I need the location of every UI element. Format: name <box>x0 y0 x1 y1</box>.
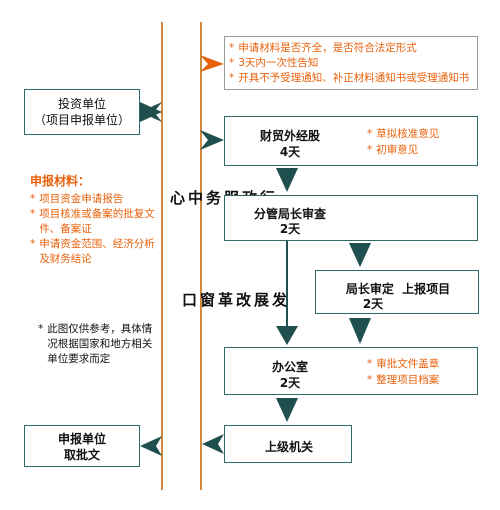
star-bullet-icon: * <box>229 57 235 69</box>
step-director-box: 局长审定 上报项目 2天 <box>315 270 479 314</box>
step-office-note: *整理项目档案 <box>367 374 440 386</box>
star-bullet-icon: * <box>38 323 44 335</box>
material-item: *项目资金申请报告 <box>30 193 124 205</box>
star-bullet-icon: * <box>367 374 373 386</box>
window-note-item: *申请材料是否齐全，是否符合法定形式 <box>229 42 417 54</box>
step-superior-name: 上级机关 <box>264 440 313 454</box>
star-bullet-icon: * <box>30 208 36 220</box>
result-line2: 取批文 <box>63 448 100 462</box>
materials-heading: 申报材料： <box>30 174 91 188</box>
step-finance-note: *初审意见 <box>367 144 419 156</box>
arrow-office-to-superior-icon <box>276 398 298 422</box>
material-item: *申请资金范围、经济分析及财务结论 <box>30 238 155 265</box>
arrow-to-applicant-icon <box>140 102 162 122</box>
arrow-director-to-office-icon <box>349 318 371 344</box>
material-item: *项目核准或备案的批复文件、备案证 <box>30 208 155 235</box>
step-finance-box: 财贸外经股 4天 *草拟核准意见 *初审意见 <box>224 116 478 166</box>
step-office-note: *审批文件盖章 <box>367 358 440 370</box>
arrow-deputy-to-director-icon <box>349 243 371 267</box>
arrow-superior-to-window-icon <box>202 434 224 454</box>
materials-section: 申报材料： *项目资金申请报告 *项目核准或备案的批复文件、备案证 *申请资金范… <box>30 172 158 267</box>
step-deputy-days: 2天 <box>279 222 301 236</box>
star-bullet-icon: * <box>367 144 373 156</box>
star-bullet-icon: * <box>229 42 235 54</box>
arrow-to-notes-icon <box>200 55 224 72</box>
step-finance-note: *草拟核准意见 <box>367 128 440 140</box>
arrow-to-finance-icon <box>200 130 224 150</box>
result-box: 申报单位 取批文 <box>24 425 140 467</box>
step-finance-name: 财贸外经股 <box>259 129 320 143</box>
window-note-item: *3天内一次性告知 <box>229 57 319 69</box>
step-deputy-box: 分管局长审查 2天 <box>224 195 478 241</box>
step-office-days: 2天 <box>279 376 301 390</box>
step-finance-days: 4天 <box>279 145 301 159</box>
arrow-finance-to-deputy-icon <box>276 168 298 192</box>
window-title-line2: 发展改革窗口 <box>180 292 288 308</box>
applicant-line2: （项目申报单位） <box>33 113 130 127</box>
step-director-days: 2天 <box>362 297 384 311</box>
arrow-to-result-icon <box>140 436 162 456</box>
disclaimer: * 此图仅供参考，具体情况根据国家和地方相关单位要求而定 <box>38 323 153 365</box>
applicant-line1: 投资单位 <box>57 97 106 111</box>
divider-line-right <box>200 22 202 490</box>
window-note-item: *开具不予受理通知、补正材料通知书或受理通知书 <box>229 72 470 84</box>
star-bullet-icon: * <box>367 358 373 370</box>
step-superior-box: 上级机关 <box>224 425 352 463</box>
result-line1: 申报单位 <box>57 432 106 446</box>
step-office-box: 办公室 2天 *审批文件盖章 *整理项目档案 <box>224 347 478 395</box>
star-bullet-icon: * <box>30 238 36 250</box>
step-office-name: 办公室 <box>271 360 308 374</box>
star-bullet-icon: * <box>367 128 373 140</box>
applicant-box: 投资单位 （项目申报单位） <box>24 89 140 135</box>
star-bullet-icon: * <box>229 72 235 84</box>
window-notes-box: *申请材料是否齐全，是否符合法定形式 *3天内一次性告知 *开具不予受理通知、补… <box>224 36 478 90</box>
step-director-name: 局长审定 上报项目 <box>345 282 451 296</box>
arrow-to-office-icon <box>276 326 298 345</box>
divider-line-left <box>161 22 163 490</box>
step-deputy-name: 分管局长审查 <box>253 207 326 221</box>
star-bullet-icon: * <box>30 193 36 205</box>
